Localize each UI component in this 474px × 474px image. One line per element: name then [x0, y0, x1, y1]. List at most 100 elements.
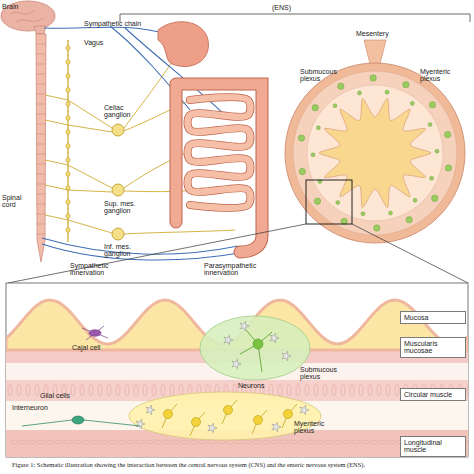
gut-wall-layers [388, 440, 396, 444]
gut-wall-layers [98, 384, 102, 396]
gut-cross-section [336, 201, 340, 205]
gut-wall-layers [325, 440, 333, 444]
spinal-cord [36, 214, 46, 215]
layer-name: Mucosa [404, 314, 462, 321]
sympathetic-nerves [45, 160, 112, 188]
zoom-lines [352, 224, 468, 283]
gut-wall-layers [271, 440, 279, 444]
gut-cross-section [357, 91, 361, 95]
layer-label-box: Mucosa [400, 311, 466, 324]
figure-caption: Figure 1: Schematic illustration showing… [12, 461, 365, 468]
sympathetic-nerves [124, 230, 235, 234]
gut-cross-section [285, 40, 465, 243]
gut-wall-layers [316, 440, 324, 444]
part-label: Glial cells [40, 392, 80, 399]
spinal-cord [36, 144, 46, 145]
gut-wall-layers [226, 440, 234, 444]
gut-wall-layers [145, 440, 153, 444]
gut-wall-layers [154, 440, 162, 444]
neuron-cell [190, 412, 205, 436]
spinal-cord [36, 84, 46, 85]
spinal-cord [36, 34, 46, 262]
gut-wall-layers [181, 440, 189, 444]
neuron-cell [192, 418, 201, 427]
spinal-cord [36, 114, 46, 115]
gut-cross-section [307, 85, 443, 221]
gut-wall-layers [35, 384, 39, 396]
gut-wall-layers [298, 440, 306, 444]
gut-wall-layers [280, 440, 288, 444]
spinal-cord [36, 184, 46, 185]
interneuron-cell [22, 416, 140, 426]
gut-cross-section [430, 176, 434, 180]
gut-wall-layers [170, 384, 174, 396]
neuron-cell [162, 404, 177, 428]
glial-cell [300, 405, 309, 415]
gut-wall-layers [190, 440, 198, 444]
sympathetic-nerves [45, 185, 112, 192]
gut-wall-layers [334, 440, 342, 444]
spinal-cord [36, 154, 46, 155]
layer-name: Longitudinal muscle [404, 439, 462, 454]
gut-cross-section [299, 168, 305, 174]
gut-wall-layers [253, 440, 261, 444]
gut-wall-layers [89, 384, 93, 396]
part-label: Mesentery [356, 30, 406, 37]
gut-wall-layers [244, 440, 252, 444]
sympathetic-nerves [45, 215, 112, 233]
neuron-cell [253, 339, 263, 349]
gut-cross-section [293, 71, 457, 235]
gut-wall-layers [296, 384, 300, 396]
gut-wall-layers [71, 384, 75, 396]
interneuron-cell [72, 416, 84, 424]
cajal-cell [89, 330, 101, 336]
gut-cross-section [429, 102, 435, 108]
glial-cell [270, 333, 279, 343]
gut-wall-layers [134, 384, 138, 396]
sympathetic-chain [66, 214, 70, 218]
spinal-cord [36, 54, 46, 55]
glial-cell [224, 335, 233, 345]
layer-label-box: Circular muscle [400, 388, 466, 401]
gut-wall-layers [64, 440, 72, 444]
part-label: Sympathetic innervation [70, 262, 126, 277]
gut-wall-layers [262, 440, 270, 444]
gut-cross-section [374, 225, 380, 231]
part-label: Brain [2, 3, 42, 10]
gut-wall-layers [80, 384, 84, 396]
sympathetic-chain [66, 130, 70, 134]
interneuron-cell [22, 420, 72, 426]
neuron-cell [284, 410, 293, 419]
gut-cross-section [314, 198, 320, 204]
gut-cross-section [285, 63, 465, 243]
layer-name: Muscularis mucosae [404, 340, 462, 355]
glial-cell [136, 419, 145, 429]
sympathetic-nerves [45, 120, 112, 132]
gut-illustration [176, 84, 262, 252]
gut-cross-section [435, 149, 439, 153]
glial-cell [232, 359, 241, 369]
part-label: Parasympathetic innervation [204, 262, 268, 277]
gut-cross-section [445, 165, 451, 171]
gut-wall-layers [379, 440, 387, 444]
gut-cross-section [444, 131, 450, 137]
gut-cross-section [370, 75, 376, 81]
gut-cross-section [364, 40, 386, 64]
gut-cross-section [403, 81, 409, 87]
gut-wall-layers [269, 384, 273, 396]
spinal-cord [36, 174, 46, 175]
gut-wall-layers [217, 440, 225, 444]
gut-wall-layers [37, 440, 45, 444]
gut-wall-layers [370, 440, 378, 444]
gut-wall-layers [161, 384, 165, 396]
gut-wall-layers [343, 440, 351, 444]
spinal-cord [36, 204, 46, 205]
part-label: Submucous plexus [300, 68, 346, 83]
parasympathetic-nerve [42, 238, 245, 260]
part-label: Inf. mes. ganglion [104, 243, 146, 258]
ganglion [112, 124, 124, 240]
gut-cross-section [312, 104, 318, 110]
gut-wall-layers [28, 440, 36, 444]
